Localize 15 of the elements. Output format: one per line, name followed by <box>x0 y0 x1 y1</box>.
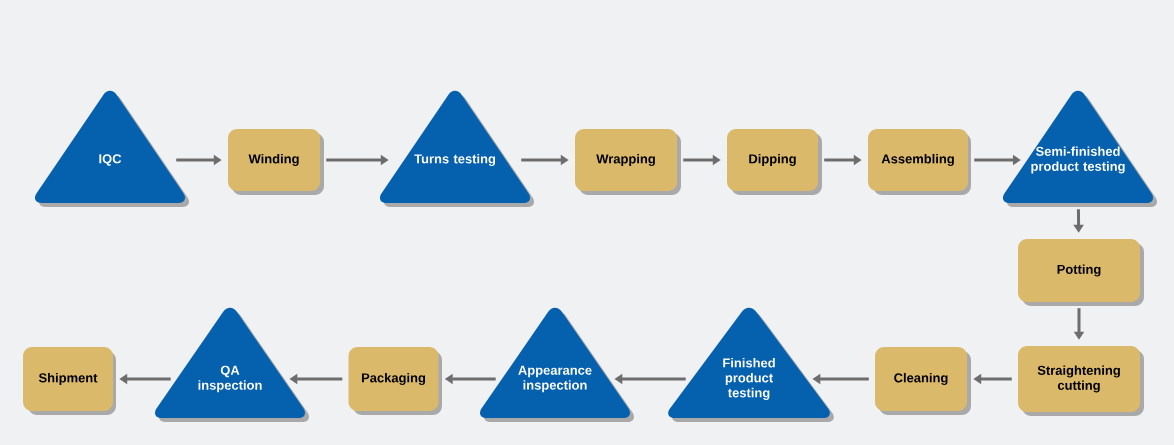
process-box: Dipping <box>727 129 822 195</box>
process-box: Shipment <box>23 347 116 415</box>
process-box: Packaging <box>348 347 442 415</box>
triangle-step: QA inspection <box>155 307 309 422</box>
process-box: Assembling <box>868 129 971 195</box>
triangle-step: Appearance inspection <box>480 307 634 422</box>
process-box: Winding <box>228 129 324 195</box>
process-box: Cleaning <box>875 347 971 415</box>
triangle-step: IQC <box>35 90 190 207</box>
triangle-step: Turns testing <box>380 90 535 207</box>
triangle-step: Finished product testing <box>668 307 834 422</box>
process-box: Wrapping <box>575 129 681 195</box>
process-box: Straightening cutting <box>1018 346 1144 416</box>
process-box: Potting <box>1018 239 1144 306</box>
triangle-step: Semi-finished product testing <box>1002 90 1158 207</box>
